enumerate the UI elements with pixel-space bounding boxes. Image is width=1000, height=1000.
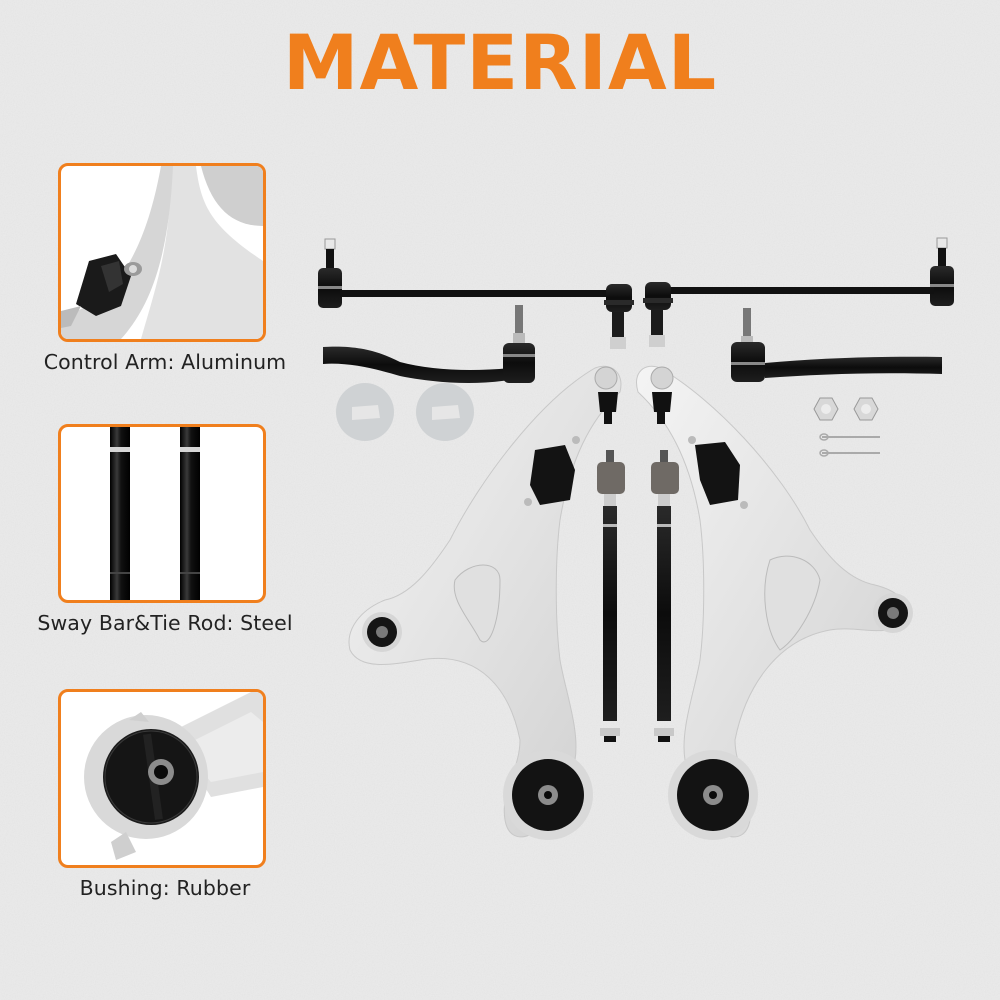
- sway-bar-closeup-image: [58, 424, 266, 603]
- outer-tie-rod-end-left: [323, 305, 535, 383]
- castle-nuts-cotter-pins: [813, 397, 880, 457]
- inner-tie-rod-right: [651, 450, 679, 742]
- callout-control-arm: Control Arm: Aluminum: [22, 163, 308, 374]
- control-arm-closeup-image: [58, 163, 266, 342]
- callout-bushing: Bushing: Rubber: [22, 689, 308, 900]
- outer-tie-rod-end-right: [731, 308, 942, 382]
- bushing-caption: Bushing: Rubber: [79, 876, 251, 900]
- lock-washers: [336, 383, 474, 441]
- control-arm-caption: Control Arm: Aluminum: [43, 350, 287, 374]
- sway-bar-link-right: [643, 237, 954, 347]
- bushing-closeup-image: [58, 689, 266, 868]
- sway-bar-link-left: [318, 238, 634, 349]
- page-title: MATERIAL: [282, 18, 718, 107]
- lower-control-arm-right: [636, 365, 913, 840]
- suspension-kit-image: [318, 237, 954, 840]
- lower-control-arm-left: [348, 365, 622, 840]
- callout-sway-bar-tie-rod: Sway Bar&Tie Rod: Steel: [22, 424, 308, 635]
- inner-tie-rod-left: [597, 450, 625, 742]
- sway-bar-tie-rod-caption: Sway Bar&Tie Rod: Steel: [37, 611, 293, 635]
